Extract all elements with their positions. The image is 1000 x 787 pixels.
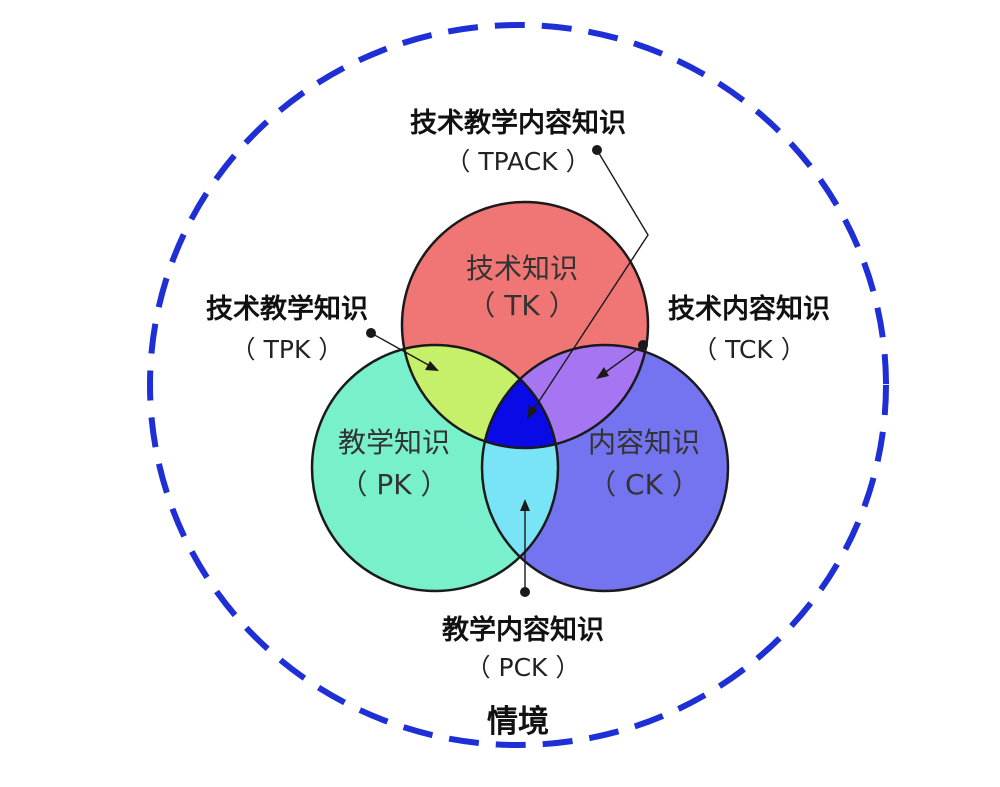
ck-outline [480, 343, 730, 593]
ck-label: 内容知识 [588, 426, 700, 459]
tpk-leader-line [370, 332, 433, 368]
tpk-abbr: （ TPK ） [231, 335, 344, 364]
pck-abbr: （ PCK ） [466, 653, 581, 682]
pck-arrow-icon [520, 499, 530, 511]
pk-outline [310, 343, 560, 593]
tpack-leader-line [531, 149, 649, 413]
tpk-label: 技术教学知识 [206, 293, 368, 325]
tck-label: 技术内容知识 [668, 293, 830, 325]
tpk-arrow-icon [425, 361, 439, 371]
tck-region [482, 345, 648, 448]
pck-label: 教学内容知识 [442, 614, 604, 646]
tck-abbr: （ TCK ） [692, 335, 806, 364]
tpack-label: 技术教学内容知识 [410, 107, 626, 139]
tk-label: 技术知识 [466, 252, 578, 285]
tk-outline [400, 200, 650, 450]
tk-abbr: （ TK ） [467, 289, 576, 322]
tck-leader-line [602, 344, 644, 375]
tpk-region [402, 345, 558, 448]
pk-abbr: （ PK ） [339, 468, 448, 501]
tpack-abbr: （ TPACK ） [445, 147, 590, 176]
tpack-arrow-icon [527, 405, 538, 420]
pk-label: 教学知识 [338, 426, 450, 459]
context-boundary [147, 22, 889, 748]
ck-abbr: （ CK ） [588, 468, 700, 501]
tck-arrow-icon [596, 367, 609, 379]
context-label: 情境 [487, 704, 549, 740]
